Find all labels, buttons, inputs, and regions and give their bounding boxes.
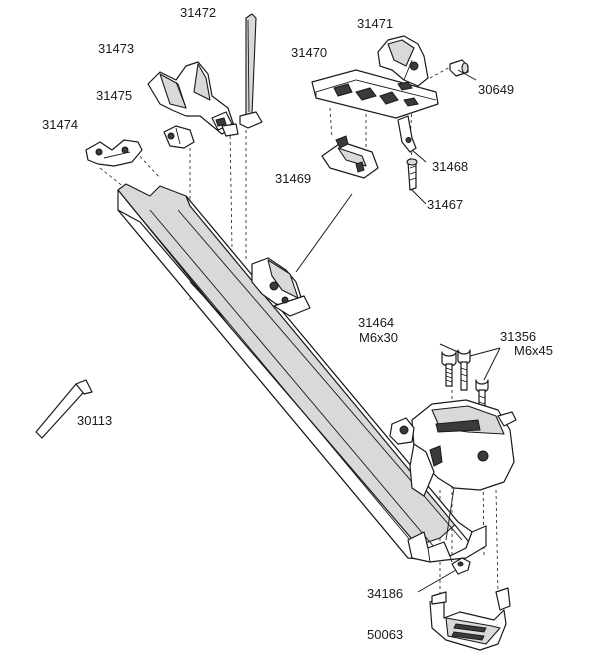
label-34186: 34186: [367, 586, 403, 601]
label-31473: 31473: [98, 41, 134, 56]
pad-31469: [321, 135, 379, 179]
bolt-31464: [441, 351, 457, 387]
label-leaders: [411, 69, 501, 593]
label-31472: 31472: [180, 5, 216, 20]
label-31471: 31471: [357, 16, 393, 31]
label-30113: 30113: [77, 413, 112, 428]
bracket-31471: [377, 35, 429, 87]
label-31467: 31467: [427, 197, 463, 212]
label-50063: 50063: [367, 627, 403, 642]
end-clip-31474: [85, 139, 143, 167]
hook-31468: [397, 115, 417, 153]
rail-wheel-holder: [251, 257, 311, 317]
wheel-tray-31473: [147, 61, 239, 137]
label-31469: 31469: [275, 171, 311, 186]
hex-key-30113: [35, 379, 93, 439]
end-bracket-assembly: [389, 399, 517, 541]
label-30649: 30649: [478, 82, 514, 97]
part-labels: 31472 31471 31473 31470 31475 30649 3147…: [42, 5, 553, 642]
label-31356: 31356: [500, 329, 536, 344]
label-m6x30: M6x30: [359, 330, 398, 345]
label-31464: 31464: [358, 315, 394, 330]
label-31470: 31470: [291, 45, 327, 60]
main-rail: [117, 183, 487, 563]
foot-plate-50063: [429, 587, 511, 651]
pin-30649: [449, 59, 469, 77]
label-31474: 31474: [42, 117, 78, 132]
nut-34186: [451, 557, 471, 575]
label-31468: 31468: [432, 159, 468, 174]
label-m6x45: M6x45: [514, 343, 553, 358]
plate-31470: [311, 69, 439, 119]
screw-31467: [406, 158, 418, 191]
group-leader-line: [295, 193, 353, 273]
strap-31472: [239, 13, 263, 129]
label-31475: 31475: [96, 88, 132, 103]
clip-31475: [163, 125, 195, 149]
